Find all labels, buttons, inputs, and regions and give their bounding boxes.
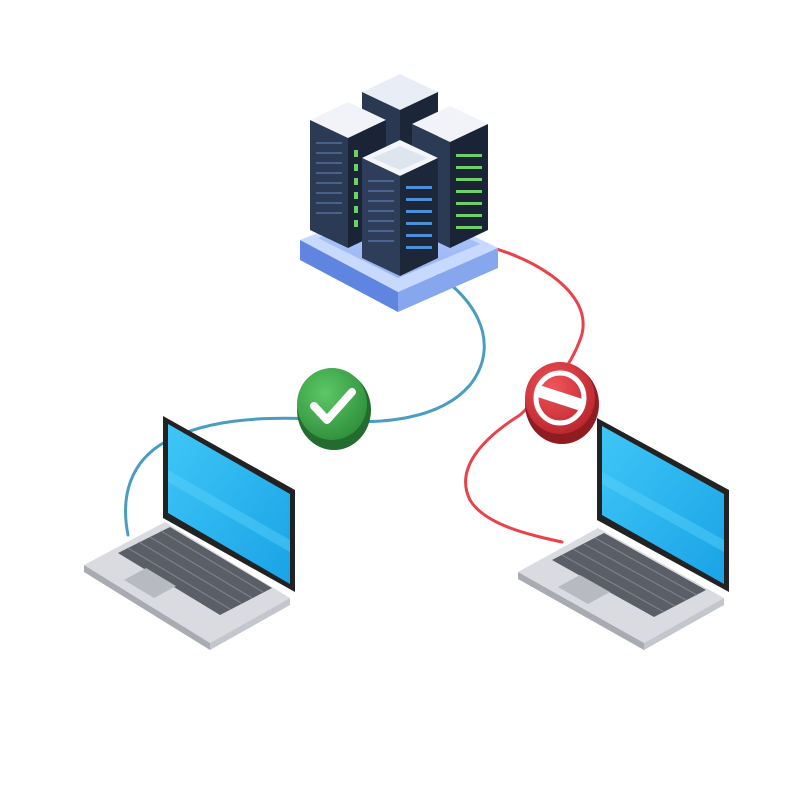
allowed-badge (297, 368, 371, 450)
blocked-badge (525, 362, 599, 444)
laptop-right (518, 418, 729, 650)
no-entry-icon (533, 370, 587, 426)
laptop-icon (518, 418, 729, 650)
laptop-icon (84, 416, 295, 650)
server-cluster (300, 74, 498, 312)
laptop-left (84, 416, 295, 650)
blocked-cable (464, 241, 585, 544)
server-rack-icon (362, 140, 438, 276)
checkmark-icon (310, 388, 356, 424)
